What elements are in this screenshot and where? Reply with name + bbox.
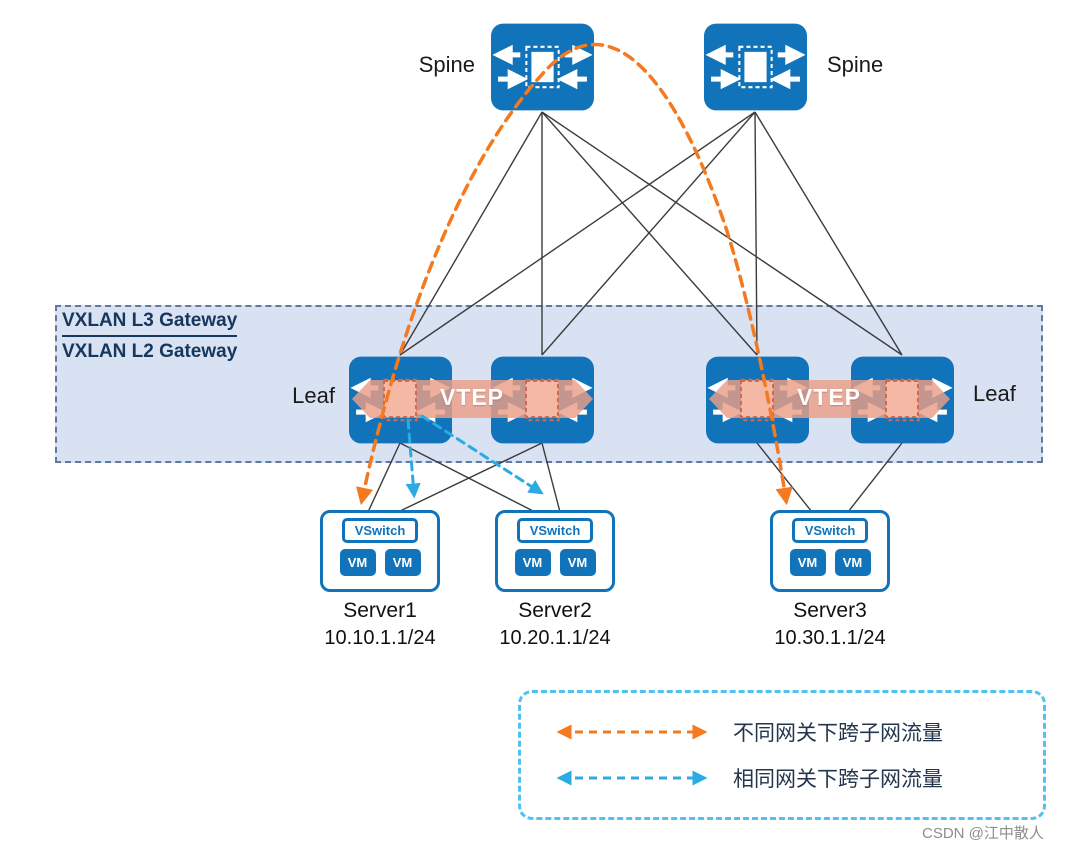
- vxlan-l3-gateway-label: VXLAN L3 Gateway: [62, 310, 238, 337]
- server3-vm1: VM: [789, 549, 826, 576]
- server1-vswitch-label: VSwitch: [341, 518, 419, 543]
- server2-vm2: VM: [559, 549, 596, 576]
- server2-ip: 10.20.1.1/24: [499, 627, 611, 649]
- spine-switch-1-icon: [491, 24, 594, 111]
- server2-card: VSwitch VM VM: [495, 510, 615, 592]
- same-gateway-traffic-path-1: [405, 418, 421, 499]
- spine-left-label: Spine: [418, 52, 475, 77]
- different-gateway-legend-label: 不同网关下跨子网流量: [733, 722, 943, 745]
- spine-switch-2-icon: [704, 24, 807, 111]
- server3-name: Server3: [793, 599, 867, 622]
- server1-card: VSwitch VM VM: [320, 510, 440, 592]
- spine-right-label: Spine: [827, 52, 884, 77]
- legend-box: 不同网关下跨子网流量 相同网关下跨子网流量: [518, 690, 1046, 820]
- vtep-endpoint-squares: [383, 380, 919, 418]
- server3-card: VSwitch VM VM: [770, 510, 890, 592]
- leaf-right-label: Leaf: [973, 381, 1016, 406]
- server1-ip: 10.10.1.1/24: [324, 627, 436, 649]
- vtep-left-label: VTEP: [439, 384, 505, 410]
- different-gateway-arrow-icon: [556, 724, 708, 740]
- vtep-right-label: VTEP: [796, 384, 862, 410]
- leaf-left-label: Leaf: [292, 383, 335, 408]
- physical-links: [367, 111, 903, 513]
- server1-vm1: VM: [339, 549, 376, 576]
- same-gateway-legend-label: 相同网关下跨子网流量: [733, 768, 943, 791]
- vxlan-l2-gateway-label: VXLAN L2 Gateway: [62, 341, 238, 362]
- legend-row-different-gateway: 不同网关下跨子网流量: [547, 717, 1043, 747]
- server3-vm2: VM: [834, 549, 871, 576]
- watermark: CSDN @江中散人: [922, 825, 1044, 842]
- same-gateway-traffic-path-2: [420, 414, 544, 495]
- server2-name: Server2: [518, 599, 592, 622]
- different-gateway-traffic-path: [355, 43, 793, 506]
- server1-vm2: VM: [384, 549, 421, 576]
- server2-vm1: VM: [514, 549, 551, 576]
- legend-row-same-gateway: 相同网关下跨子网流量: [547, 763, 1043, 793]
- server2-vswitch-label: VSwitch: [516, 518, 594, 543]
- gateway-labels: VXLAN L3 Gateway VXLAN L2 Gateway: [62, 310, 238, 363]
- server3-vswitch-label: VSwitch: [791, 518, 869, 543]
- server3-ip: 10.30.1.1/24: [774, 627, 886, 649]
- server1-name: Server1: [343, 599, 417, 622]
- same-gateway-arrow-icon: [556, 770, 708, 786]
